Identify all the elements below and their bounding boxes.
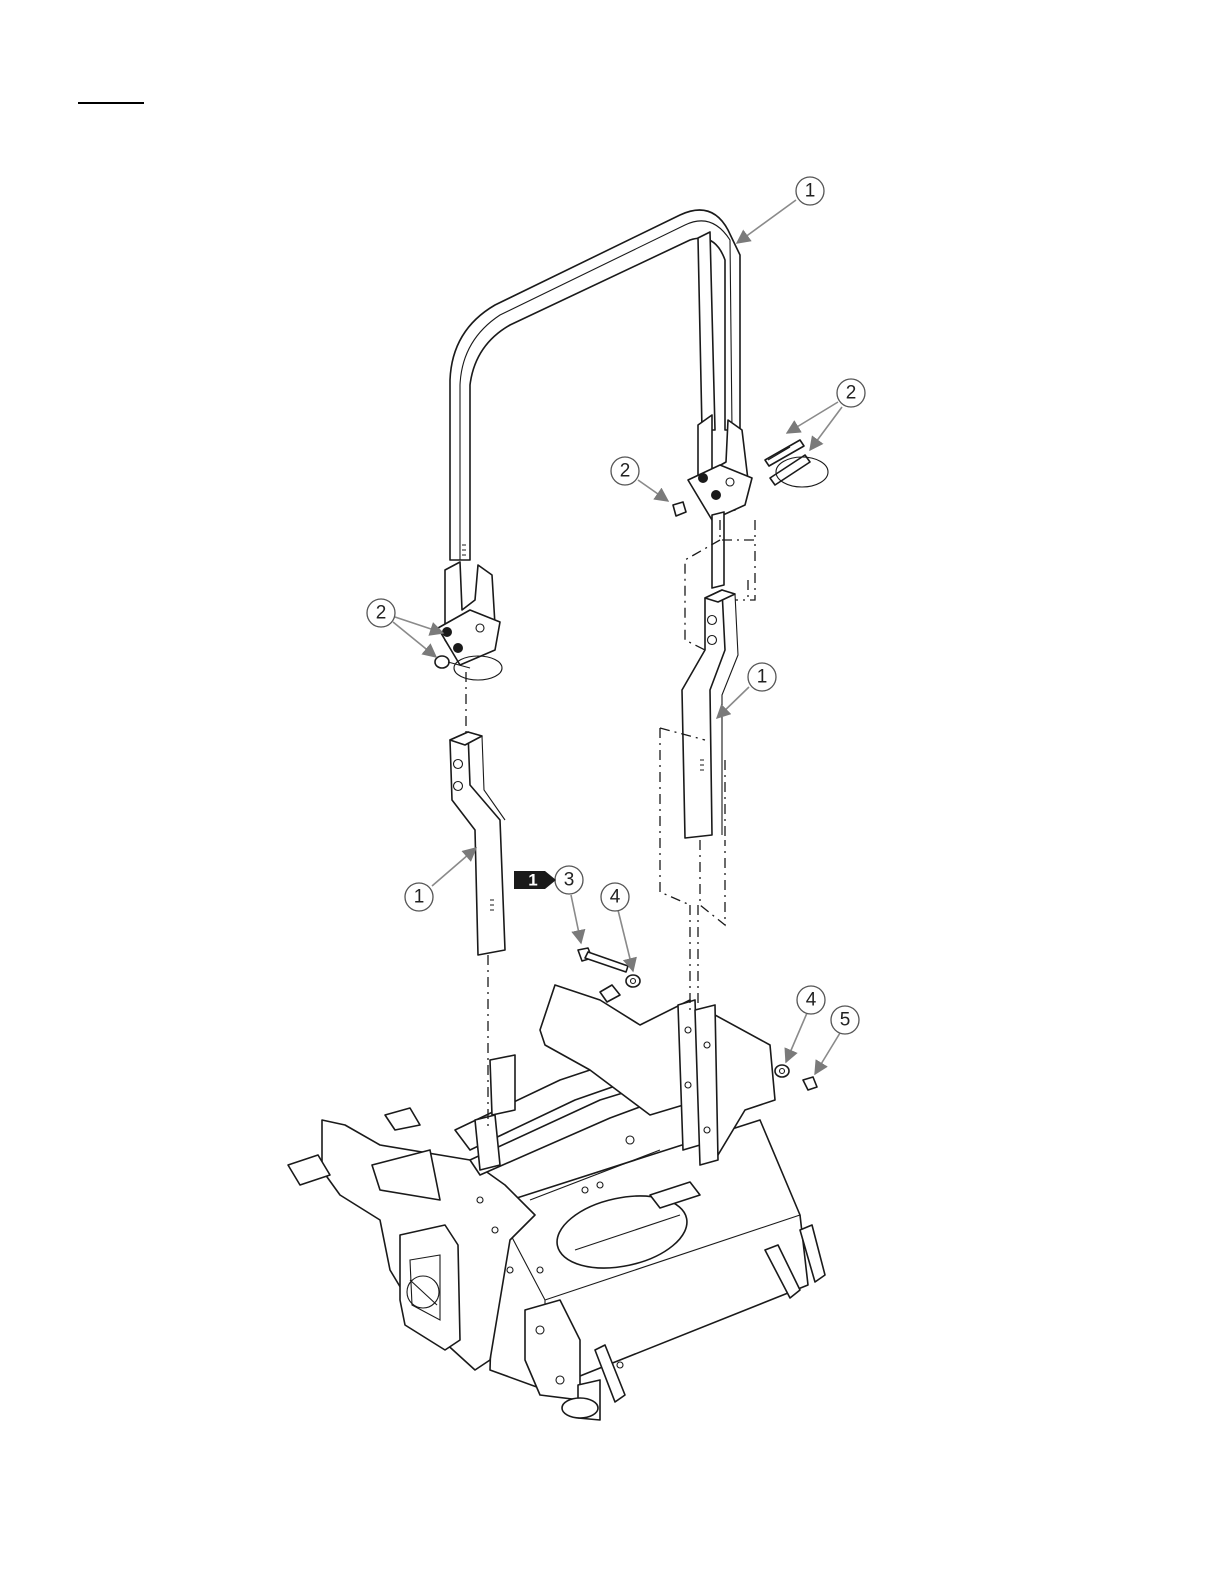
callout-balloons: 1 2 2 2 1 1 3 <box>367 177 865 1034</box>
left-lower-upright <box>450 732 505 955</box>
callout-2-right-pins: 2 <box>837 379 865 407</box>
mower-frame <box>288 985 825 1420</box>
callout-4-washer-right: 4 <box>797 986 825 1014</box>
svg-text:1: 1 <box>414 887 425 908</box>
svg-text:2: 2 <box>846 383 857 404</box>
callout-2-right-nut: 2 <box>611 457 639 485</box>
callout-2-left-hardware: 2 <box>367 599 395 627</box>
svg-text:4: 4 <box>610 887 621 908</box>
svg-text:3: 3 <box>564 870 575 891</box>
callout-4-washer-left: 4 <box>601 883 629 911</box>
left-hinge-assembly <box>435 562 502 680</box>
right-hinge-assembly <box>673 415 828 588</box>
svg-text:2: 2 <box>620 461 631 482</box>
callout-5-nut: 5 <box>831 1006 859 1034</box>
callout-3-bolt: 3 <box>555 866 583 894</box>
svg-text:2: 2 <box>376 603 387 624</box>
svg-text:1: 1 <box>757 667 768 688</box>
rops-upper-hoop <box>450 210 740 560</box>
note-flag: 1 <box>514 871 556 890</box>
right-lower-upright <box>682 590 738 838</box>
callout-1-upper-hoop: 1 <box>796 177 824 205</box>
svg-text:1: 1 <box>528 871 537 890</box>
svg-text:4: 4 <box>806 990 817 1011</box>
svg-text:5: 5 <box>840 1010 851 1031</box>
svg-text:1: 1 <box>805 181 816 202</box>
callout-1-left-upright: 1 <box>405 883 433 911</box>
callout-1-right-upright: 1 <box>748 663 776 691</box>
